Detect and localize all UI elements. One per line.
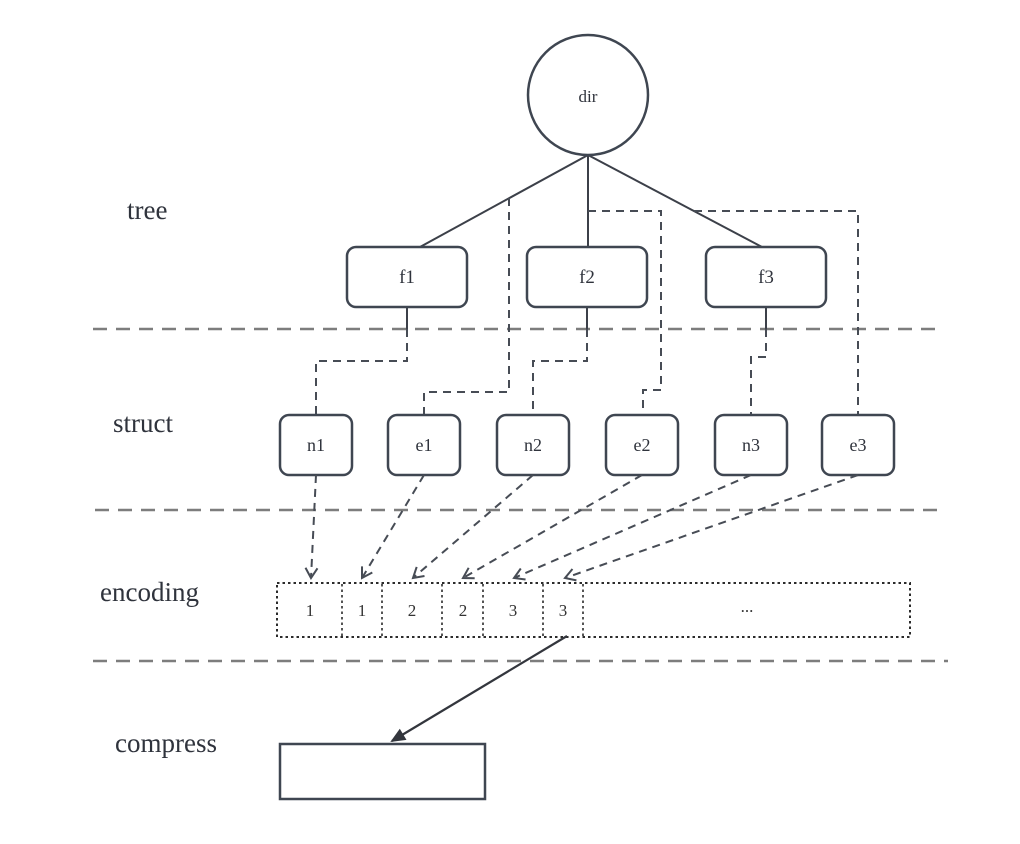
dir-label: dir [579, 87, 598, 106]
layer-label-struct: struct [113, 408, 173, 438]
encoding-array-outline [276, 582, 911, 638]
file-node-f3-label: f3 [758, 267, 774, 288]
struct-node-e2-label: e2 [634, 435, 651, 455]
encoding-array: 1 1 2 2 3 3 ... [276, 582, 911, 638]
encoding-cell-ellipsis: ... [741, 597, 754, 616]
dir-circle [526, 33, 650, 157]
struct-node-e3: e3 [820, 413, 896, 477]
arrow-e1-cell2 [360, 474, 425, 580]
arrow-encoding-compress [390, 635, 568, 743]
link-f3-n3 [750, 329, 767, 415]
struct-node-n3: n3 [713, 413, 789, 477]
encoding-cell-value: 1 [306, 601, 315, 620]
layer-label-encoding: encoding [100, 577, 199, 607]
layer-label-tree: tree [127, 195, 167, 225]
struct-node-n1-label: n1 [307, 435, 325, 455]
struct-node-e1-label: e1 [416, 435, 433, 455]
link-f2-e2 [588, 210, 662, 415]
encoding-cell-value: 2 [408, 601, 417, 620]
encoding-cell-value: 3 [559, 601, 568, 620]
struct-node-e1: e1 [386, 413, 462, 477]
struct-node-n2: n2 [495, 413, 571, 477]
file-node-f1: f1 [345, 245, 469, 309]
arrow-e2-cell4 [461, 474, 643, 580]
file-node-f3-box [704, 245, 828, 309]
file-node-f2-box [525, 245, 649, 309]
struct-node-n3-label: n3 [742, 435, 760, 455]
arrow-n2-cell3 [411, 474, 534, 580]
file-node-f3: f3 [704, 245, 828, 309]
link-f3-e3 [694, 210, 859, 415]
edge-dir-f1 [419, 154, 589, 248]
arrow-n1-cell1 [304, 474, 319, 580]
struct-node-n1: n1 [278, 413, 354, 477]
encoding-cell-value: 2 [459, 601, 468, 620]
struct-node-e3-label: e3 [850, 435, 867, 455]
edge-dir-f3 [587, 154, 763, 248]
struct-node-e2: e2 [604, 413, 680, 477]
file-node-f1-label: f1 [399, 267, 415, 288]
arrow-n3-cell5 [512, 474, 752, 581]
compress-output-box [278, 742, 487, 801]
layer-label-compress: compress [115, 728, 217, 758]
encoding-cell-value: 3 [509, 601, 518, 620]
file-node-f1-box [345, 245, 469, 309]
arrow-e3-cell6 [563, 474, 859, 582]
file-node-f2: f2 [525, 245, 649, 309]
compress-output [278, 742, 487, 801]
link-f2-n2 [532, 329, 588, 415]
encoding-cell-value: 1 [358, 601, 367, 620]
file-node-f2-label: f2 [579, 267, 595, 288]
dir-root-node: dir [526, 33, 650, 157]
link-f1-n1 [315, 329, 408, 415]
struct-node-n2-label: n2 [524, 435, 542, 455]
